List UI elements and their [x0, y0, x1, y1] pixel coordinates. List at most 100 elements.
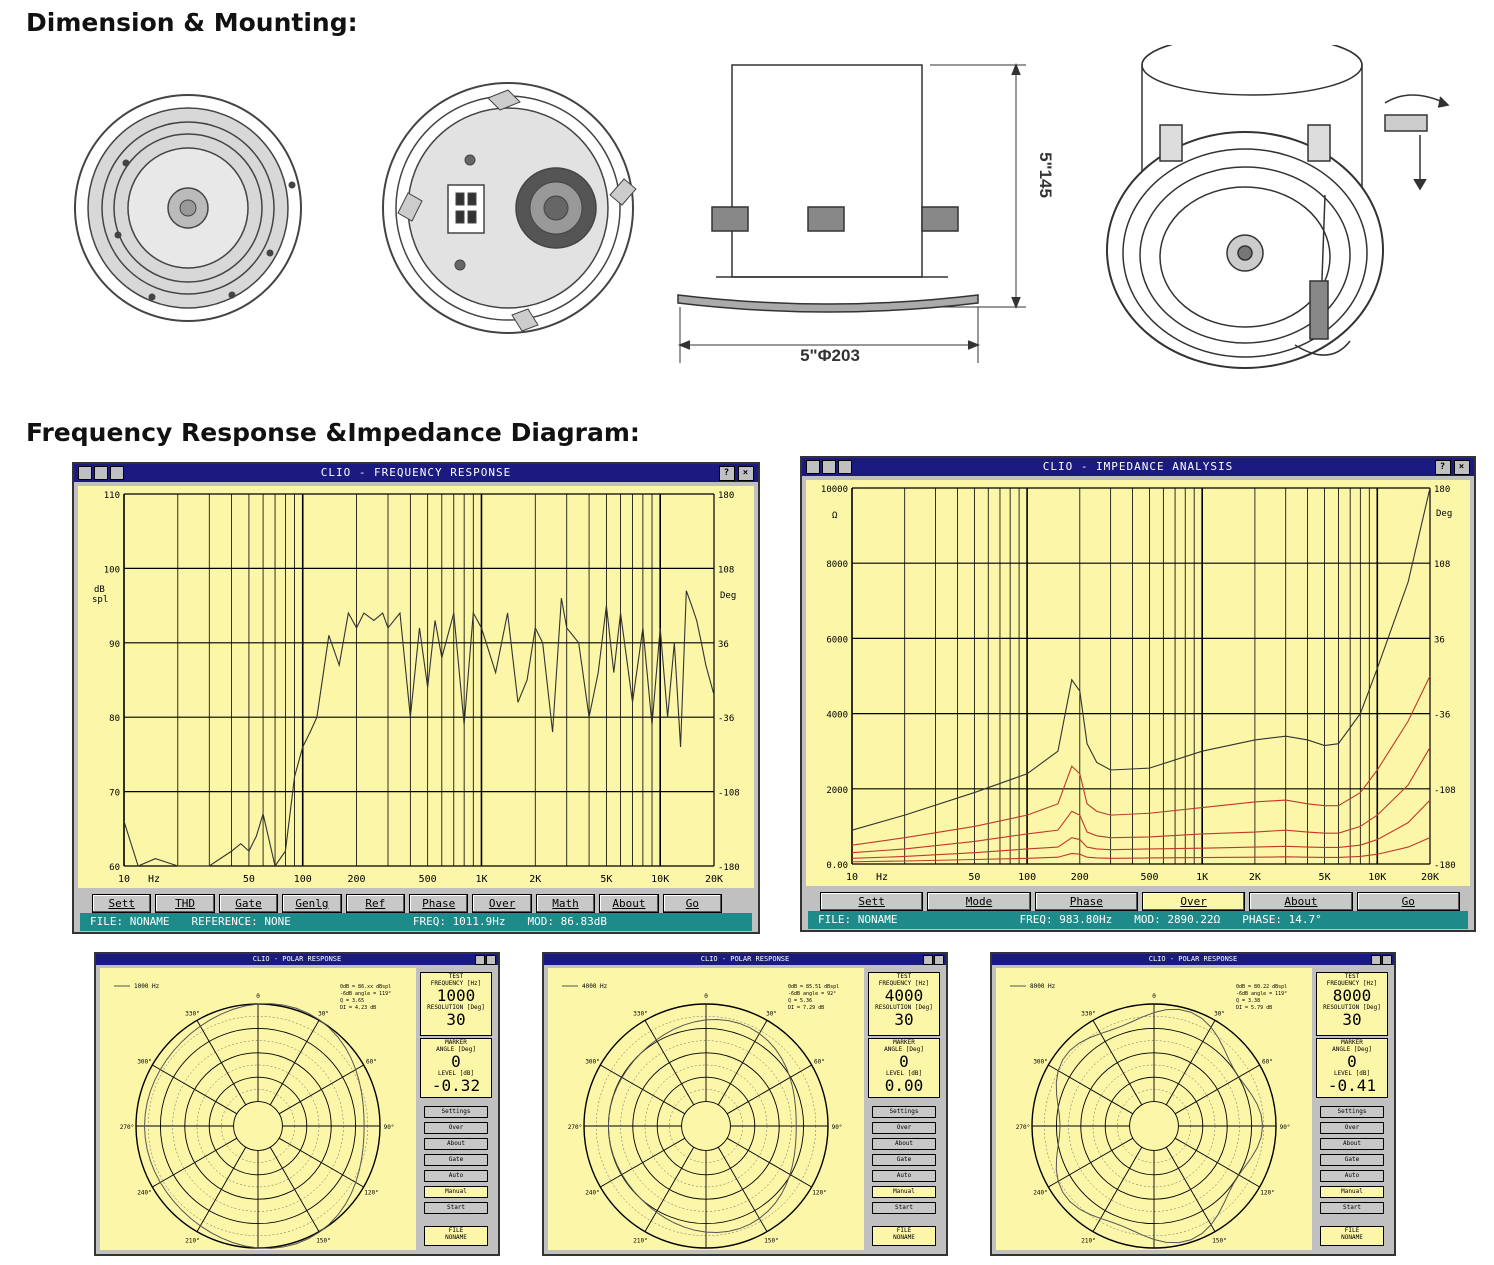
imp-button-phase[interactable]: Phase: [1034, 892, 1138, 911]
polar-button-auto[interactable]: Auto: [424, 1170, 488, 1182]
help-icon[interactable]: ?: [1435, 460, 1451, 475]
polar-angle-label: 330°: [185, 1011, 199, 1018]
imp-button-mode[interactable]: Mode: [927, 892, 1031, 911]
status-mod: MOD: 2890.22Ω: [1134, 913, 1221, 926]
help-icon[interactable]: ?: [719, 466, 735, 481]
freq-button-about[interactable]: About: [599, 894, 659, 913]
open-icon[interactable]: [806, 460, 820, 474]
freq-button-gate[interactable]: Gate: [218, 894, 279, 913]
frequency-status-bar: FILE: NONAME REFERENCE: NONE FREQ: 1011.…: [80, 913, 752, 931]
polar-button-start[interactable]: Start: [872, 1202, 936, 1214]
polar-button-start[interactable]: Start: [424, 1202, 488, 1214]
help-icon[interactable]: [1371, 955, 1381, 965]
imp-button-over[interactable]: Over: [1141, 892, 1246, 911]
right-tick-label: -36: [718, 714, 734, 724]
print-icon[interactable]: [110, 466, 124, 480]
dimension-width-label: 5"Φ203: [800, 346, 860, 365]
freq-button-math[interactable]: Math: [535, 894, 596, 913]
x-tick-label: 20K: [705, 874, 723, 885]
polar-angle-label: 150°: [316, 1237, 330, 1244]
y-tick-label: 60: [109, 863, 120, 873]
polar-button-start[interactable]: Start: [1320, 1202, 1384, 1214]
test-label: TEST: [1344, 973, 1360, 980]
polar-response-curve: [144, 1003, 365, 1249]
frequency-value[interactable]: 4000: [884, 986, 924, 1005]
polar-button-auto[interactable]: Auto: [1320, 1170, 1384, 1182]
freq-button-over[interactable]: Over: [472, 894, 532, 913]
angle-label: ANGLE [Deg]: [1332, 1046, 1372, 1053]
polar-angle-label: 270°: [568, 1124, 582, 1131]
frequency-value[interactable]: 8000: [1332, 986, 1372, 1005]
imp-button-about[interactable]: About: [1249, 892, 1353, 911]
close-icon[interactable]: [934, 955, 944, 965]
polar-angle-label: 270°: [1016, 1124, 1030, 1131]
polar-button-over[interactable]: Over: [872, 1122, 936, 1134]
resolution-value[interactable]: 30: [1342, 1010, 1362, 1029]
resolution-value[interactable]: 30: [894, 1010, 914, 1029]
resolution-value[interactable]: 30: [446, 1010, 466, 1029]
polar-button-about[interactable]: About: [1320, 1138, 1384, 1150]
polar-chart: 030°60°90°120°150°180°210°240°270°300°33…: [114, 983, 394, 1262]
polar-button-over[interactable]: Over: [424, 1122, 488, 1134]
freq-button-go[interactable]: Go: [662, 894, 723, 913]
speaker-mounting-view: [1106, 45, 1450, 369]
polar-button-gate[interactable]: Gate: [1320, 1154, 1384, 1166]
freq-button-sett[interactable]: Sett: [92, 894, 152, 913]
polar-button-manual[interactable]: Manual: [1320, 1186, 1384, 1198]
polar-button-settings[interactable]: Settings: [1320, 1106, 1384, 1118]
polar-button-about[interactable]: About: [872, 1138, 936, 1150]
polar-button-settings[interactable]: Settings: [872, 1106, 936, 1118]
polar-spoke: [717, 1020, 768, 1106]
polar-button-gate[interactable]: Gate: [872, 1154, 936, 1166]
close-icon[interactable]: ×: [1454, 460, 1470, 475]
freq-button-thd[interactable]: THD: [155, 894, 215, 913]
freq-button-genlg[interactable]: Genlg: [282, 894, 342, 913]
polar-angle-label: 120°: [812, 1190, 826, 1197]
polar-button-settings[interactable]: Settings: [424, 1106, 488, 1118]
open-icon[interactable]: [78, 466, 92, 480]
close-icon[interactable]: [1382, 955, 1392, 965]
resolution-label: RESOLUTION [Deg]: [1323, 1004, 1381, 1011]
save-icon[interactable]: [94, 466, 108, 480]
polar-info-line: -6dB angle = 92°: [788, 991, 836, 997]
freq-button-phase[interactable]: Phase: [409, 894, 469, 913]
save-icon[interactable]: [822, 460, 836, 474]
frequency-value[interactable]: 1000: [436, 986, 476, 1005]
polar-angle-label: 90°: [832, 1124, 843, 1131]
polar-angle-label: 300°: [137, 1059, 151, 1066]
polar-button-about[interactable]: About: [424, 1138, 488, 1150]
polar-window-titlebar: CLIO - POLAR RESPONSE: [544, 954, 946, 965]
frequency-window-titlebar: CLIO - FREQUENCY RESPONSE ?×: [74, 464, 758, 482]
polar-spoke: [278, 1137, 364, 1188]
close-icon[interactable]: [486, 955, 496, 965]
polar-spoke: [1174, 1064, 1260, 1115]
polar-button-auto[interactable]: Auto: [872, 1170, 936, 1182]
freq-button-ref[interactable]: Ref: [345, 894, 406, 913]
level-value: 0.00: [884, 1076, 924, 1095]
test-panel: TEST FREQUENCY [Hz] 8000 RESOLUTION [Deg…: [1316, 972, 1388, 1036]
polar-ring: [681, 1101, 731, 1151]
close-icon[interactable]: ×: [738, 466, 754, 481]
level-label: LEVEL [dB]: [885, 1070, 923, 1077]
polar-button-manual[interactable]: Manual: [424, 1186, 488, 1198]
print-icon[interactable]: [838, 460, 852, 474]
series-line: [851, 837, 1431, 863]
polar-spoke: [726, 1064, 812, 1115]
polar-angle-label: 0: [704, 993, 708, 1000]
help-icon[interactable]: [475, 955, 485, 965]
polar-window-titlebar: CLIO - POLAR RESPONSE: [992, 954, 1394, 965]
polar-spoke: [1048, 1137, 1134, 1188]
polar-button-manual[interactable]: Manual: [872, 1186, 936, 1198]
frequency-window-title: CLIO - FREQUENCY RESPONSE: [320, 466, 512, 479]
imp-button-sett[interactable]: Sett: [820, 892, 924, 911]
polar-angle-label: 300°: [1033, 1059, 1047, 1066]
status-phase: PHASE: 14.7°: [1242, 913, 1322, 926]
marker-panel: MARKER ANGLE [Deg] 0 LEVEL [dB] -0.32: [420, 1038, 492, 1098]
polar-button-gate[interactable]: Gate: [424, 1154, 488, 1166]
series-line: [851, 487, 1431, 831]
imp-button-go[interactable]: Go: [1356, 892, 1460, 911]
help-icon[interactable]: [923, 955, 933, 965]
polar-button-over[interactable]: Over: [1320, 1122, 1384, 1134]
polar-ring: [1129, 1101, 1179, 1151]
